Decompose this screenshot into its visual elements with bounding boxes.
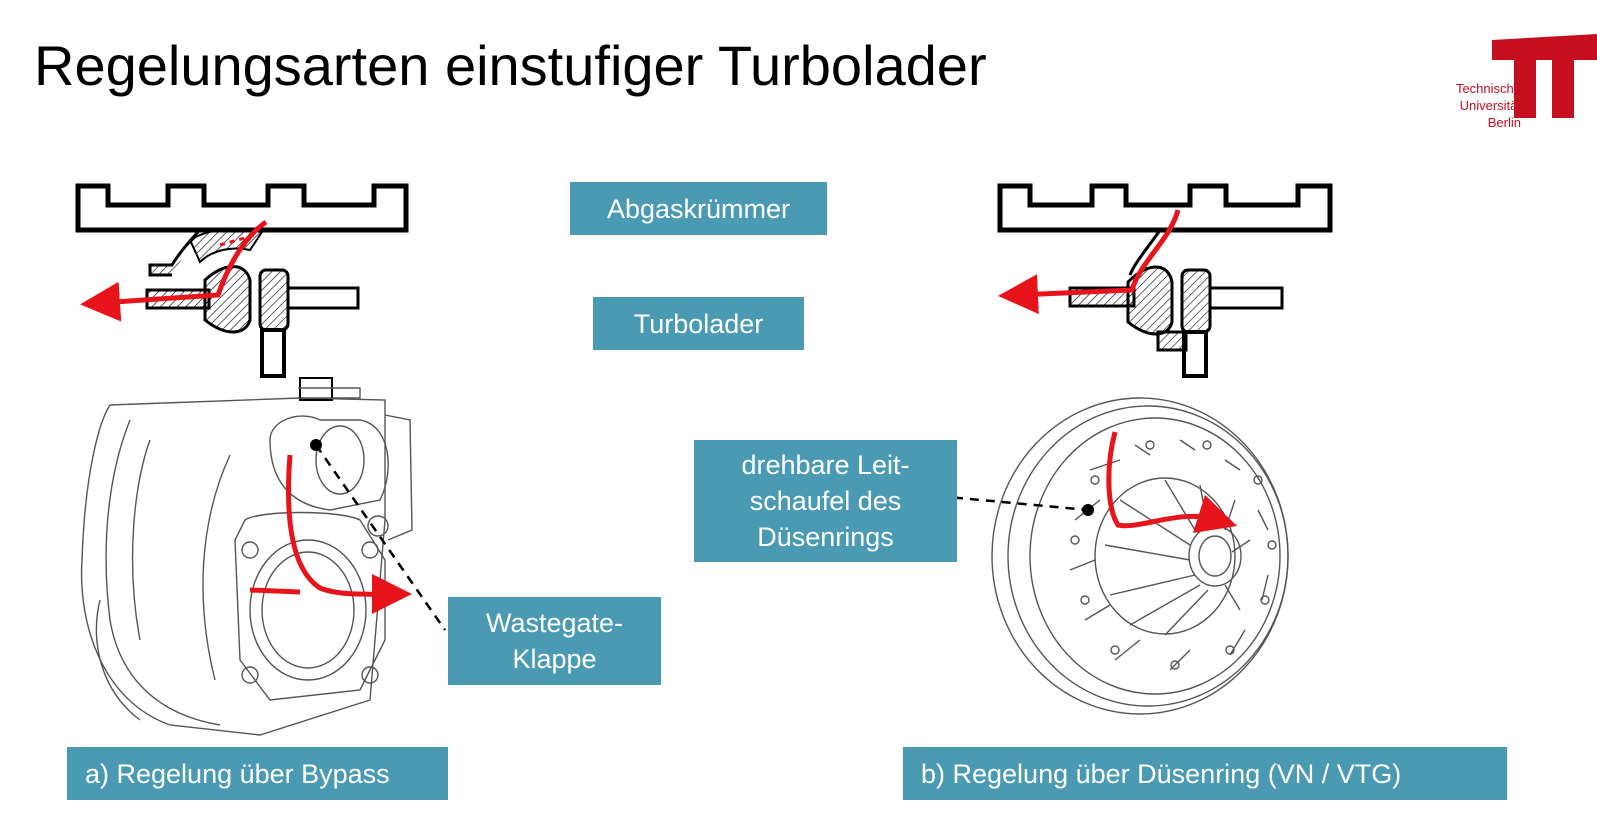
vtg-flow-arrow xyxy=(1106,431,1238,534)
label-vane-line-1: drehbare Leit- xyxy=(741,450,910,480)
label-vane-line-3: Düsenrings xyxy=(757,522,894,552)
wastegate-pointer-line xyxy=(314,444,447,631)
logo-line-2: Universität xyxy=(1459,98,1521,113)
label-vane-line-2: schaufel des xyxy=(749,486,902,516)
wastegate-housing-drawing xyxy=(80,377,413,736)
bypass-schematic xyxy=(75,183,409,378)
vane-pointer-line xyxy=(937,494,1089,512)
label-rotatable-vane: drehbare Leit- schaufel des Düsenrings xyxy=(694,440,957,562)
logo-line-3: Berlin xyxy=(1487,115,1521,130)
manifold-left xyxy=(75,183,409,233)
caption-nozzle-ring: b) Regelung über Düsenring (VN / VTG) xyxy=(903,747,1507,800)
caption-bypass: a) Regelung über Bypass xyxy=(67,747,448,800)
label-turbocharger: Turbolader xyxy=(593,297,804,350)
bypass-flow-arrow xyxy=(80,219,268,322)
manifold-right xyxy=(997,183,1333,233)
logo-text: Technische Universität Berlin xyxy=(1456,80,1521,131)
wastegate-flow-arrow xyxy=(286,454,412,615)
tu-logo-mark xyxy=(1492,34,1597,118)
page-title: Regelungsarten einstufiger Turbolader xyxy=(34,34,987,97)
label-wastegate: Wastegate- Klappe xyxy=(448,597,661,685)
tu-berlin-logo: Technische Universität Berlin xyxy=(1424,30,1597,135)
nozzle-ring-drawing xyxy=(991,397,1289,715)
vtg-schematic xyxy=(997,183,1333,378)
label-wastegate-line-1: Wastegate- xyxy=(485,608,624,638)
label-exhaust-manifold: Abgaskrümmer xyxy=(570,182,827,235)
vtg-schematic-flow-arrow xyxy=(998,209,1181,315)
logo-line-1: Technische xyxy=(1455,81,1521,96)
label-wastegate-line-2: Klappe xyxy=(512,644,597,674)
